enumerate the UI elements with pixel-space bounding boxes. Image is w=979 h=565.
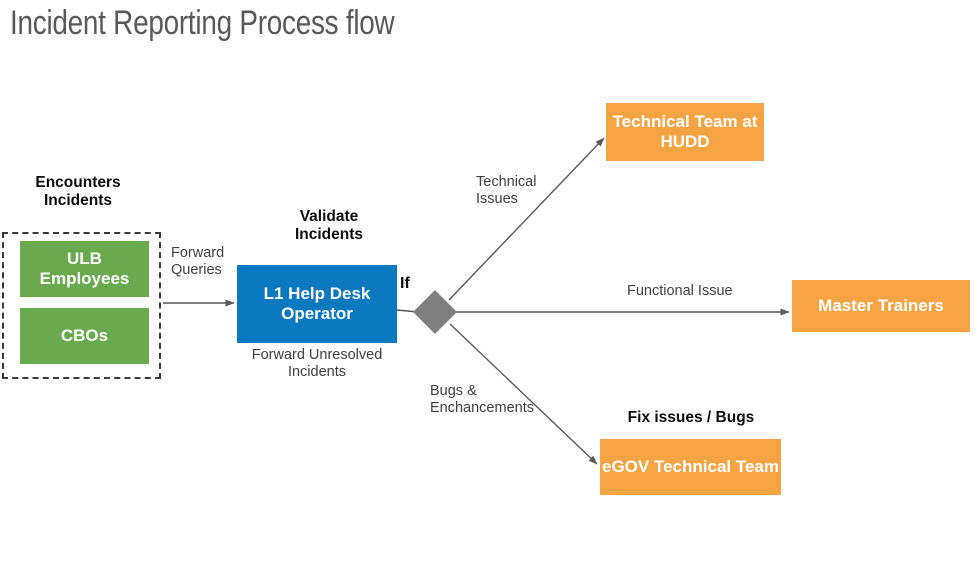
- edge-technical-issues: [448, 137, 605, 301]
- node-egov-technical-team[interactable]: eGOV Technical Team: [600, 439, 781, 495]
- edge-label-functional-issue: Functional Issue: [627, 283, 733, 299]
- edge-label-technical-issues: Technical Issues: [476, 174, 537, 208]
- encounters-group-container: [2, 232, 161, 379]
- node-cbos[interactable]: CBOs: [20, 308, 149, 364]
- validate-incidents-label: Validate Incidents: [294, 208, 364, 244]
- node-technical-team-hudd[interactable]: Technical Team at HUDD: [606, 103, 764, 161]
- page-title: Incident Reporting Process flow: [10, 4, 395, 42]
- node-l1-help-desk-operator-label: L1 Help Desk Operator: [263, 283, 371, 323]
- node-master-trainers[interactable]: Master Trainers: [792, 280, 970, 332]
- forward-unresolved-incidents-label: Forward Unresolved Incidents: [251, 347, 383, 381]
- edge-label-forward-queries: Forward Queries: [171, 245, 225, 279]
- encounters-incidents-label: Encounters Incidents: [35, 174, 121, 210]
- edge-label-bugs-enhancements: Bugs & Enchancements: [430, 383, 534, 417]
- decision-diamond: [413, 290, 457, 334]
- node-technical-team-hudd-label: Technical Team at HUDD: [612, 111, 758, 151]
- node-l1-help-desk-operator[interactable]: L1 Help Desk Operator: [237, 265, 397, 343]
- node-egov-technical-team-label: eGOV Technical Team: [602, 456, 779, 476]
- node-ulb-employees-label: ULB Employees: [39, 248, 130, 288]
- decision-if-label: If: [400, 275, 410, 292]
- node-master-trainers-label: Master Trainers: [818, 295, 944, 315]
- node-cbos-label: CBOs: [60, 325, 109, 345]
- fix-issues-bugs-label: Fix issues / Bugs: [627, 409, 755, 426]
- edge-helpdesk-to-decision: [396, 309, 419, 313]
- node-ulb-employees[interactable]: ULB Employees: [20, 241, 149, 297]
